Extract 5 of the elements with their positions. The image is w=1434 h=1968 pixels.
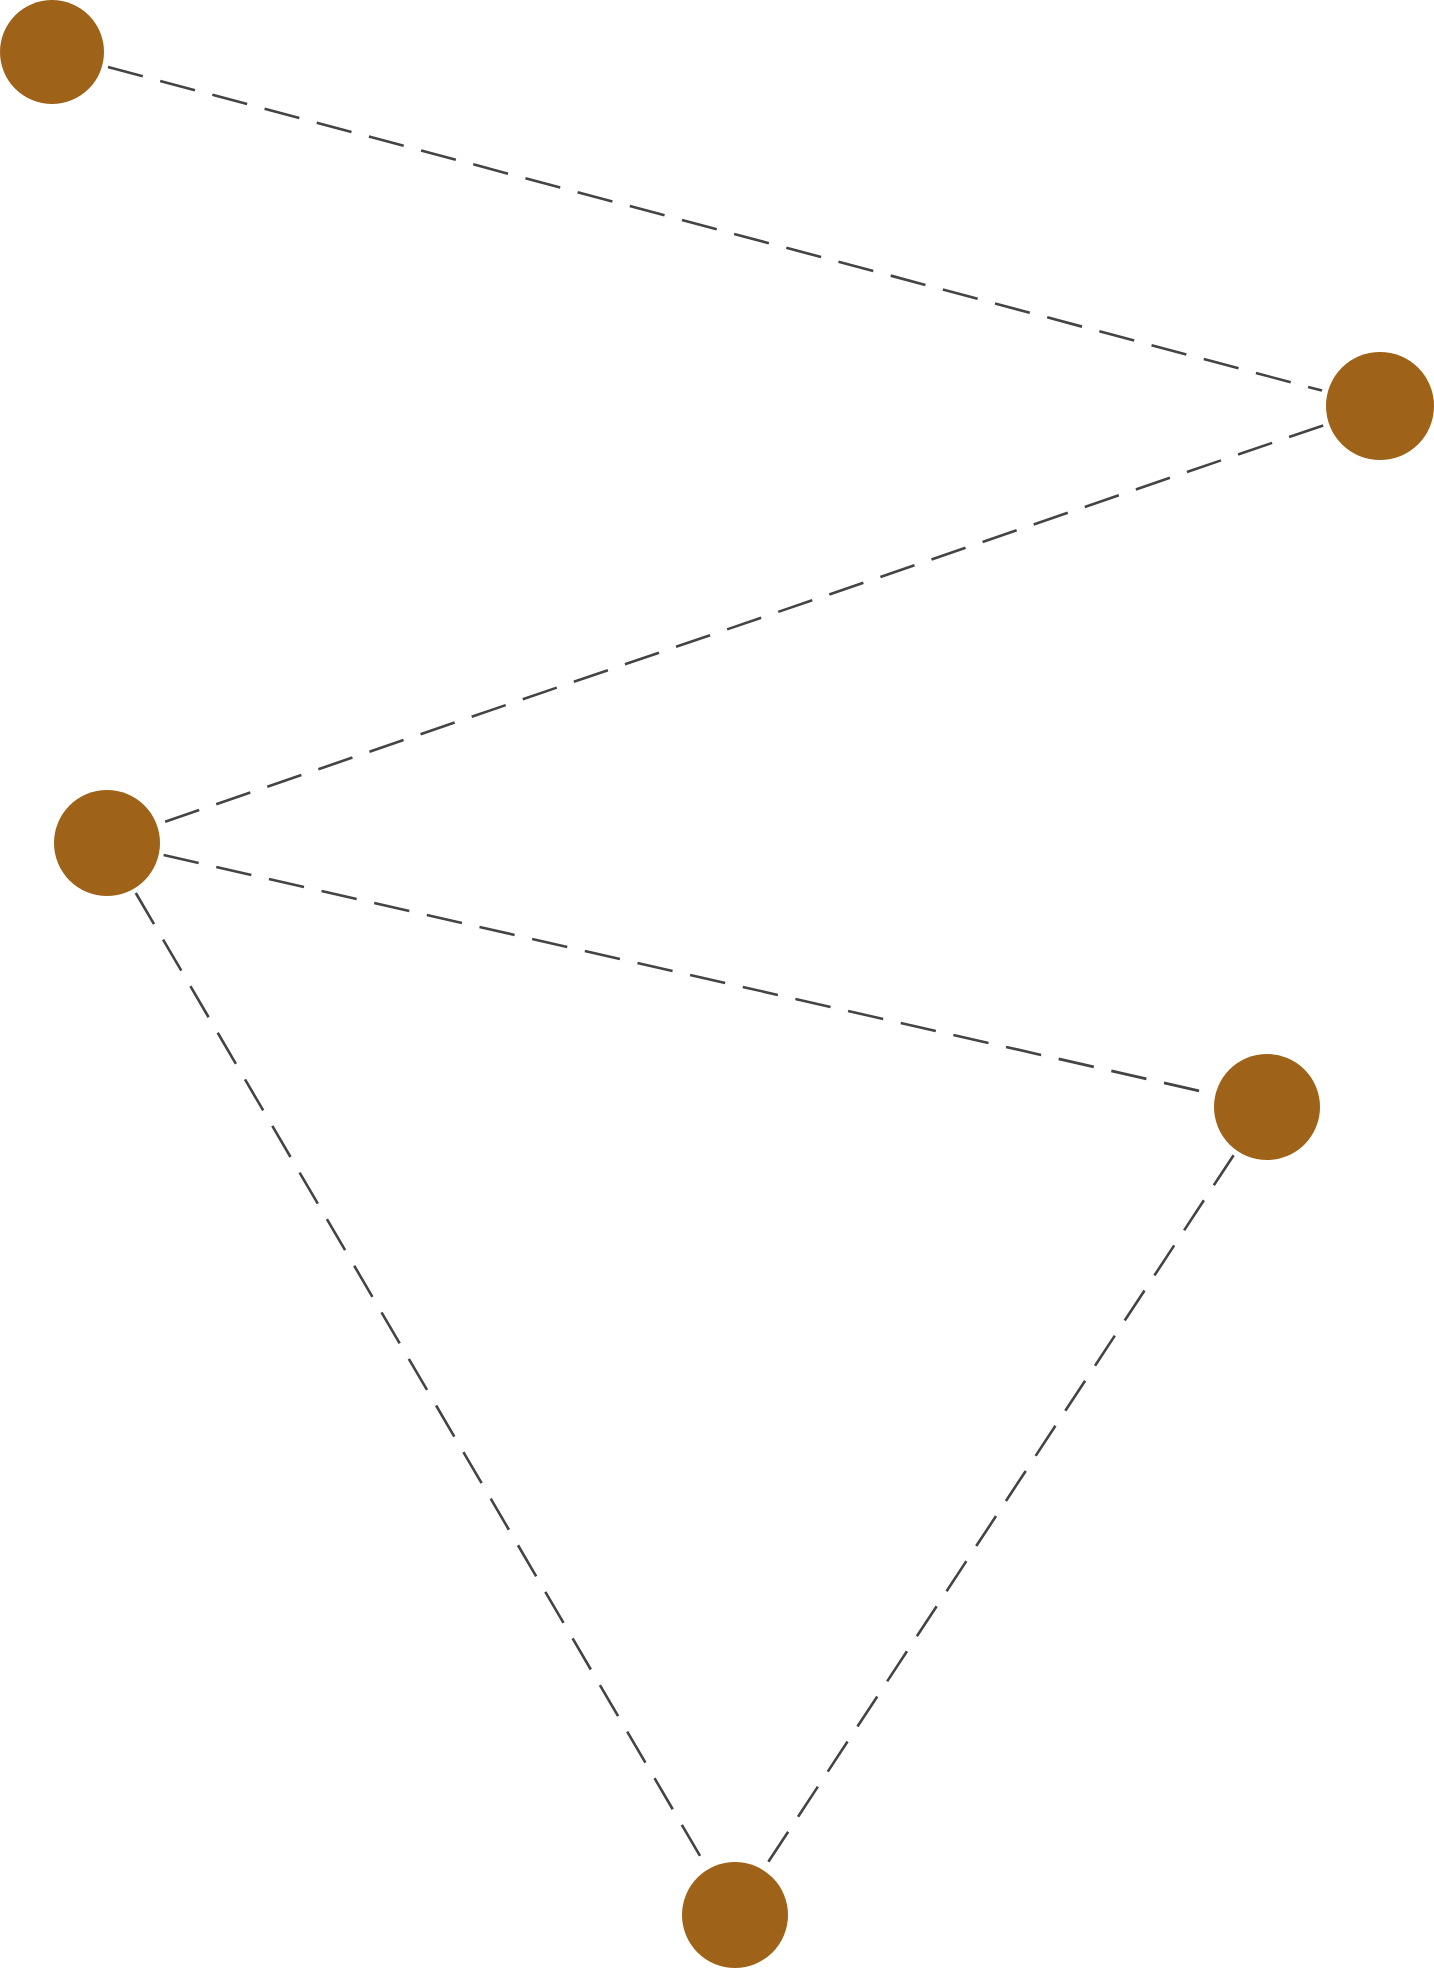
node-circle	[681, 1861, 787, 1967]
dashed-connector	[107, 65, 1323, 392]
dashed-connector	[161, 424, 1324, 825]
node-circle	[0, 0, 104, 104]
node-circle	[1326, 352, 1434, 460]
